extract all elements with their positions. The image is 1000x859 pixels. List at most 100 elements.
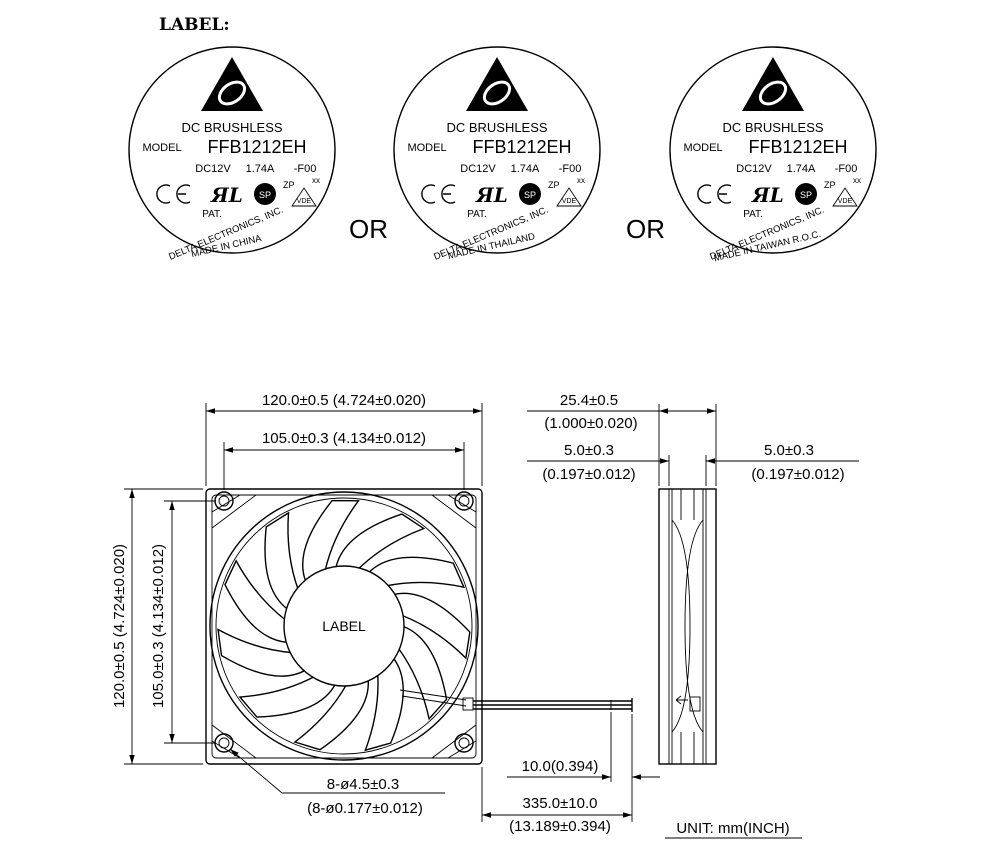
ul-mark-icon: ЯL — [210, 183, 243, 207]
dim-flange-right-mm-text: 5.0±0.3 — [764, 442, 814, 459]
label-model-number: FFB1212EH — [748, 137, 847, 157]
dim-height-outer: 120.0±0.5 (4.724±0.020) — [111, 488, 203, 765]
label-model-caption: MODEL — [142, 142, 181, 154]
fan-blades — [217, 499, 471, 752]
fan-venturi-inner-ring — [215, 497, 473, 755]
dim-flange-right: 5.0±0.3 (0.197±0.012) — [705, 442, 859, 486]
label-model-caption: MODEL — [683, 142, 722, 154]
unit-note: UNIT: mm(INCH) — [665, 820, 802, 839]
fan-frame-outline — [205, 488, 483, 765]
delta-logo-icon — [742, 57, 804, 111]
label-cert-vde: VDE — [297, 198, 312, 205]
dim-wire-length-mm-text: 335.0±10.0 — [523, 795, 598, 812]
dim-height-holes-text: 105.0±0.3 (4.134±0.012) — [150, 544, 167, 708]
fan-blade — [293, 677, 369, 751]
label-type-text: DC BRUSHLESS — [446, 120, 547, 135]
fan-blade — [238, 675, 337, 718]
label-disc-outline — [669, 46, 877, 254]
label-voltage: DC12V — [460, 163, 496, 175]
label-disc-outline — [393, 46, 601, 254]
label-model-number: FFB1212EH — [207, 137, 306, 157]
fan-blade — [224, 559, 290, 644]
dim-hole-mm-text: 8-ø4.5±0.3 — [327, 776, 399, 793]
dim-flange-left-in-text: (0.197±0.012) — [542, 466, 635, 483]
dim-flange-left: 5.0±0.3 (0.197±0.012) — [527, 442, 670, 486]
fan-blade — [364, 656, 404, 752]
dim-depth: 25.4±0.5 (1.000±0.020) — [527, 392, 717, 486]
delta-logo-icon — [201, 57, 263, 111]
label-cert-zp: ZP — [548, 180, 560, 190]
fan-blade — [367, 556, 466, 589]
ce-mark-icon — [156, 184, 191, 204]
label-type-text: DC BRUSHLESS — [722, 120, 823, 135]
dim-width-holes: 105.0±0.3 (4.134±0.012) — [223, 430, 465, 490]
fan-hub — [283, 565, 405, 687]
label-current: 1.74A — [787, 163, 816, 175]
label-cert-xx: xx — [853, 176, 861, 185]
label-pat: PAT. — [202, 209, 222, 220]
fan-venturi-ring — [209, 491, 479, 761]
dim-wire-length: 335.0±10.0 (13.189±0.394) — [481, 767, 632, 835]
fan-front-view: LABEL — [205, 488, 483, 765]
fan-blade — [264, 511, 300, 611]
label-model-caption: MODEL — [407, 142, 446, 154]
fan-blade — [397, 625, 448, 721]
svg-text:ЯL: ЯL — [751, 183, 784, 207]
label-cert-xx: xx — [312, 176, 320, 185]
label-cert-xx: xx — [577, 176, 585, 185]
dim-hole-diameter: 8-ø4.5±0.3 (8-ø0.177±0.012) — [229, 748, 445, 817]
dim-depth-mm-text: 25.4±0.5 — [560, 392, 618, 409]
fan-blade — [217, 628, 308, 677]
label-pat: PAT. — [467, 209, 487, 220]
side-outline — [658, 488, 717, 765]
fan-blade — [391, 592, 471, 660]
dim-height-holes: 105.0±0.3 (4.134±0.012) — [150, 500, 216, 744]
fan-blade — [302, 499, 360, 584]
lead-wire-exit — [399, 689, 474, 711]
label-disc-thailand: DC BRUSHLESS MODEL FFB1212EH DC12V 1.74A… — [393, 46, 601, 263]
vde-mark-icon: VDE — [556, 187, 582, 207]
ce-mark-icon — [421, 184, 456, 204]
csa-mark-icon: SP — [254, 183, 276, 205]
or-separator-1: OR — [349, 214, 388, 244]
label-pat: PAT. — [743, 209, 763, 220]
label-current: 1.74A — [511, 163, 540, 175]
label-suffix: -F00 — [835, 163, 858, 175]
lead-wires — [473, 698, 633, 712]
dim-wire-strip-text: 10.0(0.394) — [522, 758, 599, 775]
side-wire-exit — [689, 696, 701, 712]
dim-depth-in-text: (1.000±0.020) — [544, 415, 637, 432]
svg-text:SP: SP — [800, 190, 812, 200]
label-disc-china: DC BRUSHLESS MODEL FFB1212EH DC12V 1.74A… — [128, 46, 336, 263]
dim-hole-in-text: (8-ø0.177±0.012) — [307, 800, 423, 817]
dim-width-outer-text: 120.0±0.5 (4.724±0.020) — [262, 392, 426, 409]
dim-wire-strip: 10.0(0.394) — [507, 712, 660, 822]
vde-mark-icon: VDE — [291, 187, 317, 207]
mounting-hole-top-right — [454, 491, 474, 511]
svg-text:ЯL: ЯL — [210, 183, 243, 207]
dim-width-outer: 120.0±0.5 (4.724±0.020) — [205, 392, 483, 486]
airflow-arrow-icon — [675, 695, 688, 705]
ce-mark-icon — [697, 184, 732, 204]
label-disc-outline — [128, 46, 336, 254]
label-cert-vde: VDE — [562, 198, 577, 205]
dim-flange-left-mm-text: 5.0±0.3 — [564, 442, 614, 459]
dim-height-outer-text: 120.0±0.5 (4.724±0.020) — [111, 544, 128, 708]
csa-mark-icon: SP — [795, 183, 817, 205]
label-cert-zp: ZP — [824, 180, 836, 190]
label-voltage: DC12V — [736, 163, 772, 175]
fan-side-view — [658, 488, 717, 765]
label-disc-taiwan: DC BRUSHLESS MODEL FFB1212EH DC12V 1.74A… — [669, 46, 877, 264]
label-section-title: LABEL: — [159, 15, 230, 35]
unit-note-text: UNIT: mm(INCH) — [676, 820, 789, 837]
mounting-hole-bottom-right — [454, 733, 474, 753]
ul-mark-icon: ЯL — [751, 183, 784, 207]
ul-mark-icon: ЯL — [475, 183, 508, 207]
label-suffix: -F00 — [559, 163, 582, 175]
svg-text:ЯL: ЯL — [475, 183, 508, 207]
dim-width-holes-text: 105.0±0.3 (4.134±0.012) — [262, 430, 426, 447]
hub-label-text: LABEL — [322, 618, 366, 634]
dim-flange-right-in-text: (0.197±0.012) — [751, 466, 844, 483]
fan-blade — [334, 513, 426, 571]
delta-logo-icon — [466, 57, 528, 111]
